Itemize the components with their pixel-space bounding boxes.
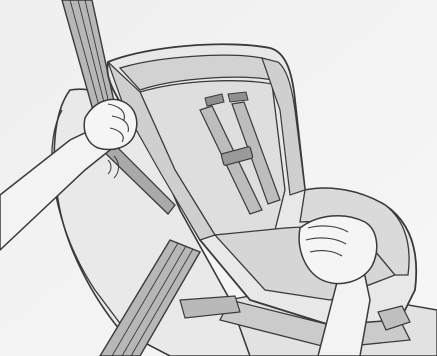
harness-strap-slot-right — [228, 92, 248, 102]
